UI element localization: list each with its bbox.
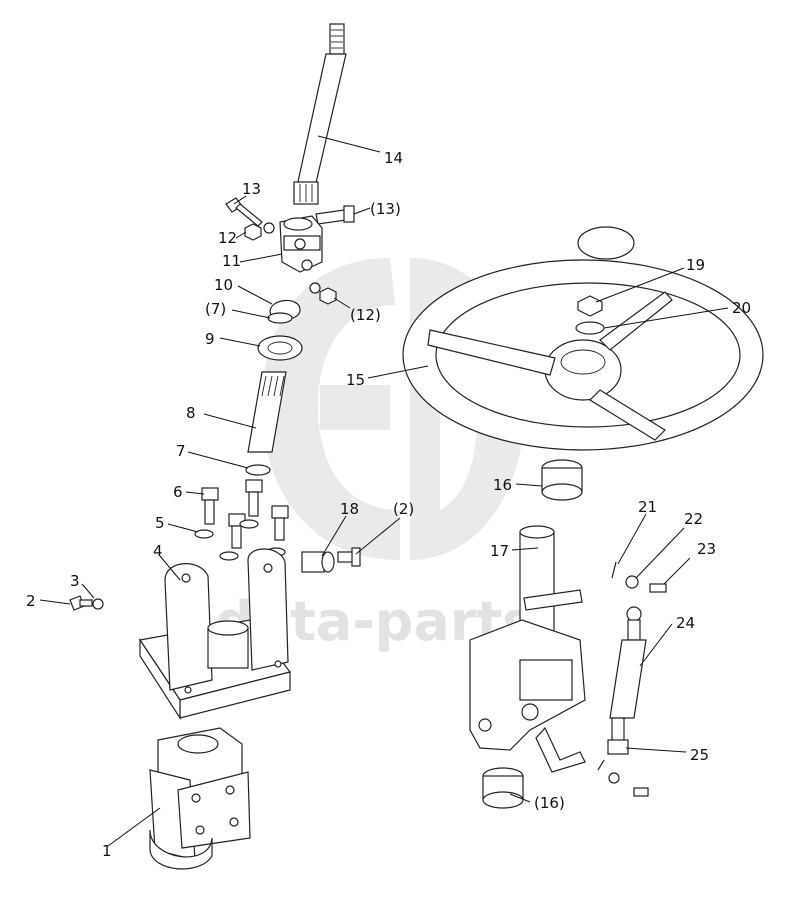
part-washers-5 bbox=[194, 519, 286, 561]
label-5: 5 bbox=[155, 514, 165, 532]
part-washer-20 bbox=[575, 321, 605, 335]
part-bolt-2 bbox=[69, 595, 93, 611]
label-24: 24 bbox=[676, 614, 695, 632]
part-steering-unit bbox=[149, 727, 251, 870]
label-22: 22 bbox=[684, 510, 703, 528]
label-15: 15 bbox=[346, 371, 365, 389]
label-12b: (12) bbox=[350, 306, 381, 324]
part-bolt-13b bbox=[315, 205, 355, 225]
part-steering-shaft bbox=[293, 23, 347, 205]
part-universal-joint bbox=[279, 215, 323, 273]
label-17: 17 bbox=[490, 542, 509, 560]
part-splined-shaft bbox=[247, 371, 287, 453]
part-washer-22 bbox=[625, 575, 639, 589]
part-bolt-13 bbox=[225, 197, 263, 227]
part-fitting-18 bbox=[301, 551, 335, 573]
part-horn-cap bbox=[577, 226, 635, 260]
label-11: 11 bbox=[222, 252, 241, 270]
part-gas-spring bbox=[609, 606, 647, 743]
label-16b: (16) bbox=[534, 794, 565, 812]
label-25: 25 bbox=[690, 746, 709, 764]
label-18: 18 bbox=[340, 500, 359, 518]
part-steering-column bbox=[469, 525, 586, 773]
part-nut-19 bbox=[577, 295, 603, 317]
part-bushing-16b bbox=[482, 767, 524, 809]
label-6: 6 bbox=[173, 483, 183, 501]
part-washer-7 bbox=[245, 464, 271, 476]
part-bolts-6 bbox=[201, 479, 289, 549]
part-cotter-pin-21 bbox=[611, 561, 617, 579]
part-bolt-2b bbox=[337, 547, 361, 567]
part-steering-wheel bbox=[402, 259, 764, 451]
label-4: 4 bbox=[153, 542, 163, 560]
label-10: 10 bbox=[214, 276, 233, 294]
label-19: 19 bbox=[686, 256, 705, 274]
label-8: 8 bbox=[186, 404, 196, 422]
label-2: 2 bbox=[26, 592, 36, 610]
part-washer-7b bbox=[267, 312, 293, 324]
part-clevis-25 bbox=[597, 739, 649, 797]
label-14: 14 bbox=[384, 149, 403, 167]
label-20: 20 bbox=[732, 299, 751, 317]
label-12: 12 bbox=[218, 229, 237, 247]
label-23: 23 bbox=[697, 540, 716, 558]
label-13: 13 bbox=[242, 180, 261, 198]
part-nut-12b bbox=[309, 282, 337, 305]
label-13b: (13) bbox=[370, 200, 401, 218]
part-bracket bbox=[138, 548, 292, 721]
part-washer-3 bbox=[92, 598, 104, 610]
label-7b: (7) bbox=[205, 300, 226, 318]
label-3: 3 bbox=[70, 572, 80, 590]
part-bearing bbox=[257, 335, 303, 361]
label-9: 9 bbox=[205, 330, 215, 348]
label-1: 1 bbox=[102, 842, 112, 860]
part-pin-23 bbox=[649, 583, 667, 593]
label-7: 7 bbox=[176, 442, 186, 460]
label-2b: (2) bbox=[393, 500, 414, 518]
part-nut-12 bbox=[244, 222, 275, 241]
part-bushing-16 bbox=[541, 459, 583, 501]
label-21: 21 bbox=[638, 498, 657, 516]
leader-lines bbox=[39, 135, 729, 847]
label-16: 16 bbox=[493, 476, 512, 494]
